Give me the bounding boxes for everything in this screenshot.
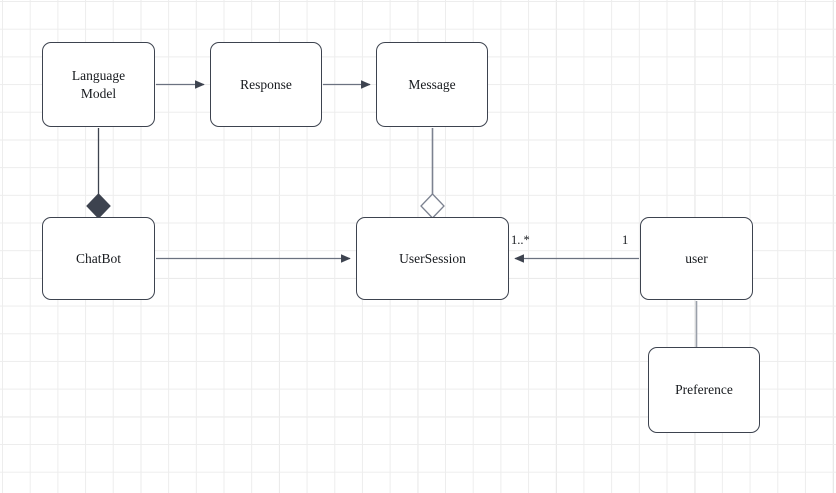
node-label-response: Response (240, 76, 292, 92)
node-label-message: Message (408, 76, 456, 92)
node-label-user-session: UserSession (399, 250, 466, 266)
node-message[interactable]: Message (376, 42, 488, 127)
multiplicity-label-usersession-side: 1..* (511, 233, 530, 247)
node-preference[interactable]: Preference (648, 347, 760, 433)
multiplicity-label-user-side: 1 (622, 233, 629, 247)
node-label-chatbot: ChatBot (75, 250, 121, 266)
node-user[interactable]: user (640, 217, 753, 300)
node-chatbot[interactable]: ChatBot (42, 217, 155, 300)
edge-language-model-composes-chatbot (86, 128, 111, 219)
node-response[interactable]: Response (210, 42, 322, 127)
aggregation-diamond-icon (420, 193, 445, 219)
node-label-language-model: Language Model (71, 67, 126, 101)
composition-diamond-icon (86, 193, 111, 219)
edge-message-aggregates-usersession (420, 128, 445, 219)
node-user-session[interactable]: UserSession (356, 217, 509, 300)
node-language-model[interactable]: Language Model (42, 42, 155, 127)
node-label-user: user (685, 250, 708, 266)
node-label-preference: Preference (675, 382, 733, 398)
